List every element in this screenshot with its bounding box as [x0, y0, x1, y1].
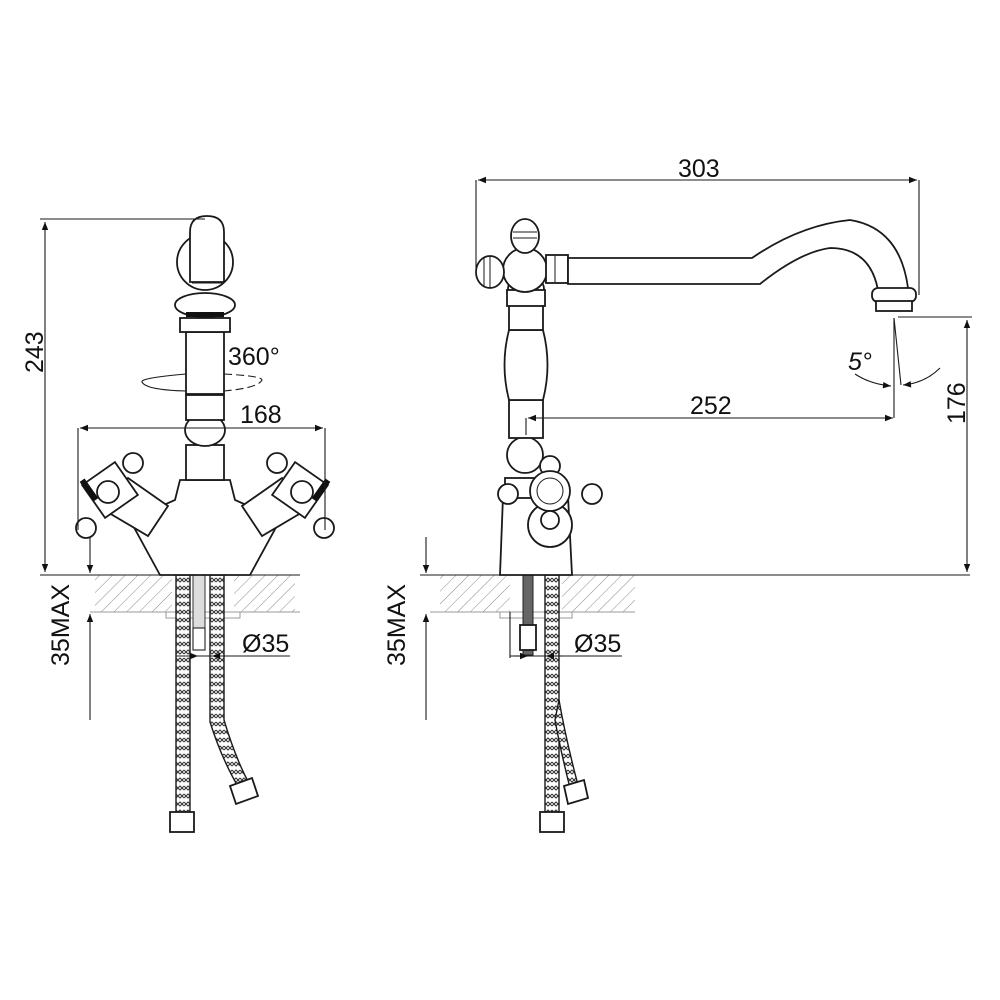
front-height-dimension	[40, 218, 205, 572]
side-hole-diameter-dimension	[509, 612, 622, 660]
front-right-handle	[240, 452, 335, 539]
tilt-angle-dimension	[854, 317, 941, 389]
front-supply-hoses	[169, 574, 260, 833]
front-height-label: 243	[21, 331, 49, 373]
side-mount-thickness-label: 35MAX	[383, 584, 411, 666]
handle-span-dimension	[77, 424, 326, 530]
handle-span-label: 168	[240, 401, 282, 429]
front-countertop	[40, 574, 300, 619]
spout-reach-label: 252	[690, 392, 732, 420]
front-mount-thickness-label: 35MAX	[47, 584, 75, 666]
side-handle	[497, 455, 603, 548]
spout-height-label: 176	[943, 382, 971, 424]
front-view: 360° 243 168 35MAX Ø35	[21, 215, 335, 833]
tilt-angle-label: 5°	[848, 348, 872, 376]
side-supply-hoses	[519, 574, 590, 833]
total-reach-dimension	[475, 176, 920, 295]
side-view: 303 252 5° 176 35MAX	[383, 155, 972, 833]
spout-reach-dimension	[525, 318, 895, 435]
front-faucet-body	[75, 215, 335, 576]
total-reach-label: 303	[678, 155, 720, 183]
front-hole-diameter-label: Ø35	[242, 630, 289, 658]
side-faucet-body	[475, 218, 917, 576]
rotation-label: 360°	[228, 343, 280, 371]
side-countertop	[420, 574, 970, 619]
front-left-handle	[75, 452, 170, 539]
rotation-indicator	[141, 373, 263, 392]
side-hole-diameter-label: Ø35	[574, 630, 621, 658]
spout-height-dimension	[898, 316, 972, 572]
